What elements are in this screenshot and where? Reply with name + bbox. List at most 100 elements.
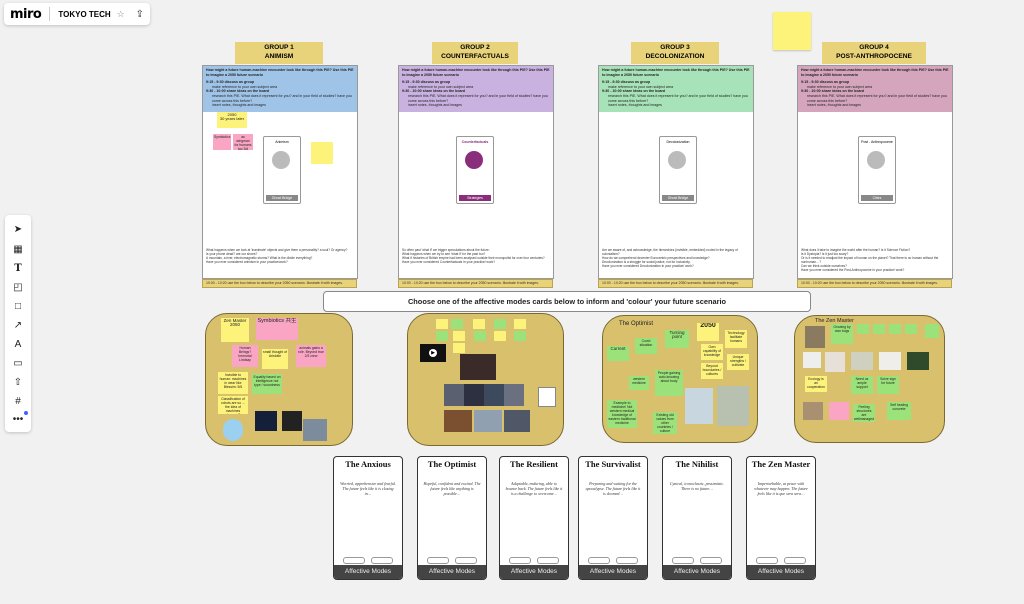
sticky-technology[interactable]: Technology facilitate humans	[725, 330, 747, 348]
frame-icon[interactable]: #	[15, 396, 21, 407]
cartoon-child-image[interactable]	[223, 419, 243, 441]
upload-icon[interactable]: ⇧	[13, 377, 23, 388]
sticky-note[interactable]	[453, 343, 465, 353]
sticky-note[interactable]	[473, 319, 485, 329]
sticky-symbiotics[interactable]: Symbiotics 共生	[256, 318, 298, 340]
sticky-animals-role[interactable]: animals gains a role. Beyond true 2/3 cr…	[296, 345, 326, 367]
sticky-solve-sign[interactable]: Solve sign for future	[877, 376, 899, 394]
image-tile[interactable]	[464, 384, 484, 406]
image-tile[interactable]	[444, 384, 464, 406]
sticky-ecology[interactable]: Ecology is an cooperation	[805, 376, 827, 392]
sticky-note[interactable]	[889, 324, 901, 334]
sticky-equality[interactable]: Equality based on intelligence not type …	[252, 374, 282, 394]
sticky-note[interactable]	[451, 319, 463, 329]
sticky-note[interactable]	[514, 331, 526, 341]
group3-prompt-board[interactable]: How might a future human-machine encount…	[598, 65, 754, 279]
pie-card[interactable]: Counterfactuals Strategies	[456, 136, 494, 204]
sticky-wingman[interactable]: as wingman for humans too 3/d	[233, 134, 253, 150]
mode-card-the-survivalist[interactable]: The Survivalist Preparing and waiting fo…	[578, 456, 648, 580]
mode-card-the-optimist[interactable]: The Optimist Hopeful, confident and exci…	[417, 456, 487, 580]
image-tile[interactable]	[484, 384, 504, 406]
connection-line-icon[interactable]: ↗	[13, 320, 23, 331]
sticky-note[interactable]	[474, 331, 486, 341]
sticky-beyond-boundaries[interactable]: Beyond boundaries / cultures	[701, 363, 723, 379]
sticky-need-support[interactable]: Need us ample support	[851, 376, 873, 394]
image-tile[interactable]	[907, 352, 929, 370]
image-tile[interactable]	[803, 402, 823, 420]
meditation-image[interactable]	[717, 386, 749, 426]
sticky-western-medicine[interactable]: western medicine	[629, 376, 649, 390]
sticky-covid[interactable]: Covid situation	[635, 338, 657, 354]
sticky-note[interactable]	[494, 331, 506, 341]
mode-card-the-zen-master[interactable]: The Zen Master Imperturbable, at peace w…	[746, 456, 816, 580]
sticky-2050[interactable]: 2050	[697, 323, 719, 341]
group1-prompt-board[interactable]: How might a future human-machine encount…	[202, 65, 358, 279]
sticky-feeling-structures[interactable]: Feeling structures are wellmanaged	[853, 404, 875, 422]
sticky-turning-point[interactable]: Turning point	[665, 330, 689, 348]
robot-face-image[interactable]	[303, 419, 327, 441]
select-cursor-icon[interactable]: ➤	[13, 224, 23, 235]
blue-brain-image[interactable]	[255, 411, 277, 431]
export-icon[interactable]: ⇪	[135, 8, 144, 20]
more-icon[interactable]: •••	[12, 414, 24, 425]
sticky-note-icon[interactable]: ◰	[13, 282, 23, 293]
tech-face-image[interactable]	[282, 411, 302, 431]
sticky-note[interactable]	[494, 319, 506, 329]
sticky-note[interactable]	[514, 319, 526, 329]
group4-scenario-blob[interactable]: The Zen Master Growing by own bugs Need …	[794, 315, 945, 443]
sticky-note[interactable]	[857, 324, 869, 334]
group3-scenario-blob[interactable]: The Optimist Current Covid situation Tur…	[602, 315, 758, 443]
pen-icon[interactable]: A	[14, 339, 22, 350]
star-icon[interactable]: ☆	[116, 8, 125, 19]
image-tile[interactable]	[504, 410, 530, 432]
video-thumbnail-image[interactable]: ▶	[420, 344, 446, 362]
sticky-unique-strengths[interactable]: Unique strengths / cultivate	[727, 354, 749, 370]
doctor-image[interactable]	[685, 388, 713, 424]
group2-scenario-blob[interactable]: ▶	[407, 313, 564, 446]
sticky-invisible[interactable]: Invisible to human: machines in wear lik…	[218, 372, 248, 394]
sticky-symbiotics-small[interactable]: Symbiotics	[213, 134, 231, 150]
sticky-note[interactable]	[311, 142, 333, 164]
mode-card-the-resilient[interactable]: The Resilient Adaptable, enduring, able …	[499, 456, 569, 580]
sticky-self-healing[interactable]: Self healing concrete	[887, 402, 911, 420]
empty-sticky-note[interactable]	[773, 12, 811, 50]
sticky-existing-values[interactable]: Existing old values from other countries…	[653, 412, 677, 434]
bird-image[interactable]	[879, 352, 901, 370]
play-icon[interactable]: ▶	[429, 349, 437, 357]
text-tool-icon[interactable]: T	[14, 263, 22, 274]
sticky-note[interactable]	[925, 324, 939, 338]
group2-prompt-board[interactable]: How might a future human-machine encount…	[398, 65, 554, 279]
mode-card-the-anxious[interactable]: The Anxious Worried, apprehensive and fe…	[333, 456, 403, 580]
image-tile[interactable]	[805, 326, 825, 348]
board-title[interactable]: TOKYO TECH	[58, 9, 111, 19]
sticky-2050-30-years[interactable]: 2050 30 years later	[217, 112, 247, 128]
shape-icon[interactable]: □	[14, 301, 22, 312]
mode-card-the-nihilist[interactable]: The Nihilist Cynical, iconoclastic, pess…	[662, 456, 732, 580]
sticky-note[interactable]	[873, 324, 885, 334]
pie-card[interactable]: Decolonization Ghost Bridge	[659, 136, 697, 204]
sticky-note[interactable]	[905, 324, 917, 334]
sticky-note[interactable]	[436, 331, 448, 341]
group1-scenario-blob[interactable]: Zen Master 2050 Symbiotics 共生 Human Bein…	[205, 313, 353, 446]
image-tile[interactable]	[803, 352, 821, 368]
robot-image[interactable]	[460, 354, 496, 380]
sticky-aristotle[interactable]: small thought of Aristotle	[262, 349, 288, 369]
sticky-zen-master[interactable]: Zen Master 2050	[221, 318, 249, 342]
sticky-current[interactable]: Current	[607, 346, 629, 361]
image-tile[interactable]	[504, 384, 524, 406]
phone-image[interactable]	[538, 387, 556, 407]
comment-icon[interactable]: ▭	[13, 358, 23, 369]
sticky-human-beings[interactable]: Human Beings? Immortal Lindsay	[232, 345, 258, 367]
image-tile[interactable]	[444, 410, 472, 432]
pie-card[interactable]: Animism Ghost Bridge	[263, 136, 301, 204]
sticky-people-gaining[interactable]: People gaining auto-knowing about body	[655, 370, 683, 396]
sticky-note[interactable]	[453, 331, 465, 341]
spider-image[interactable]	[825, 352, 845, 372]
group4-prompt-board[interactable]: How might a future human-machine encount…	[797, 65, 953, 279]
image-tile[interactable]	[851, 352, 873, 370]
sticky-example-medicine[interactable]: Example to medicine! Not western medical…	[607, 400, 637, 428]
templates-icon[interactable]: ▦	[13, 244, 23, 255]
